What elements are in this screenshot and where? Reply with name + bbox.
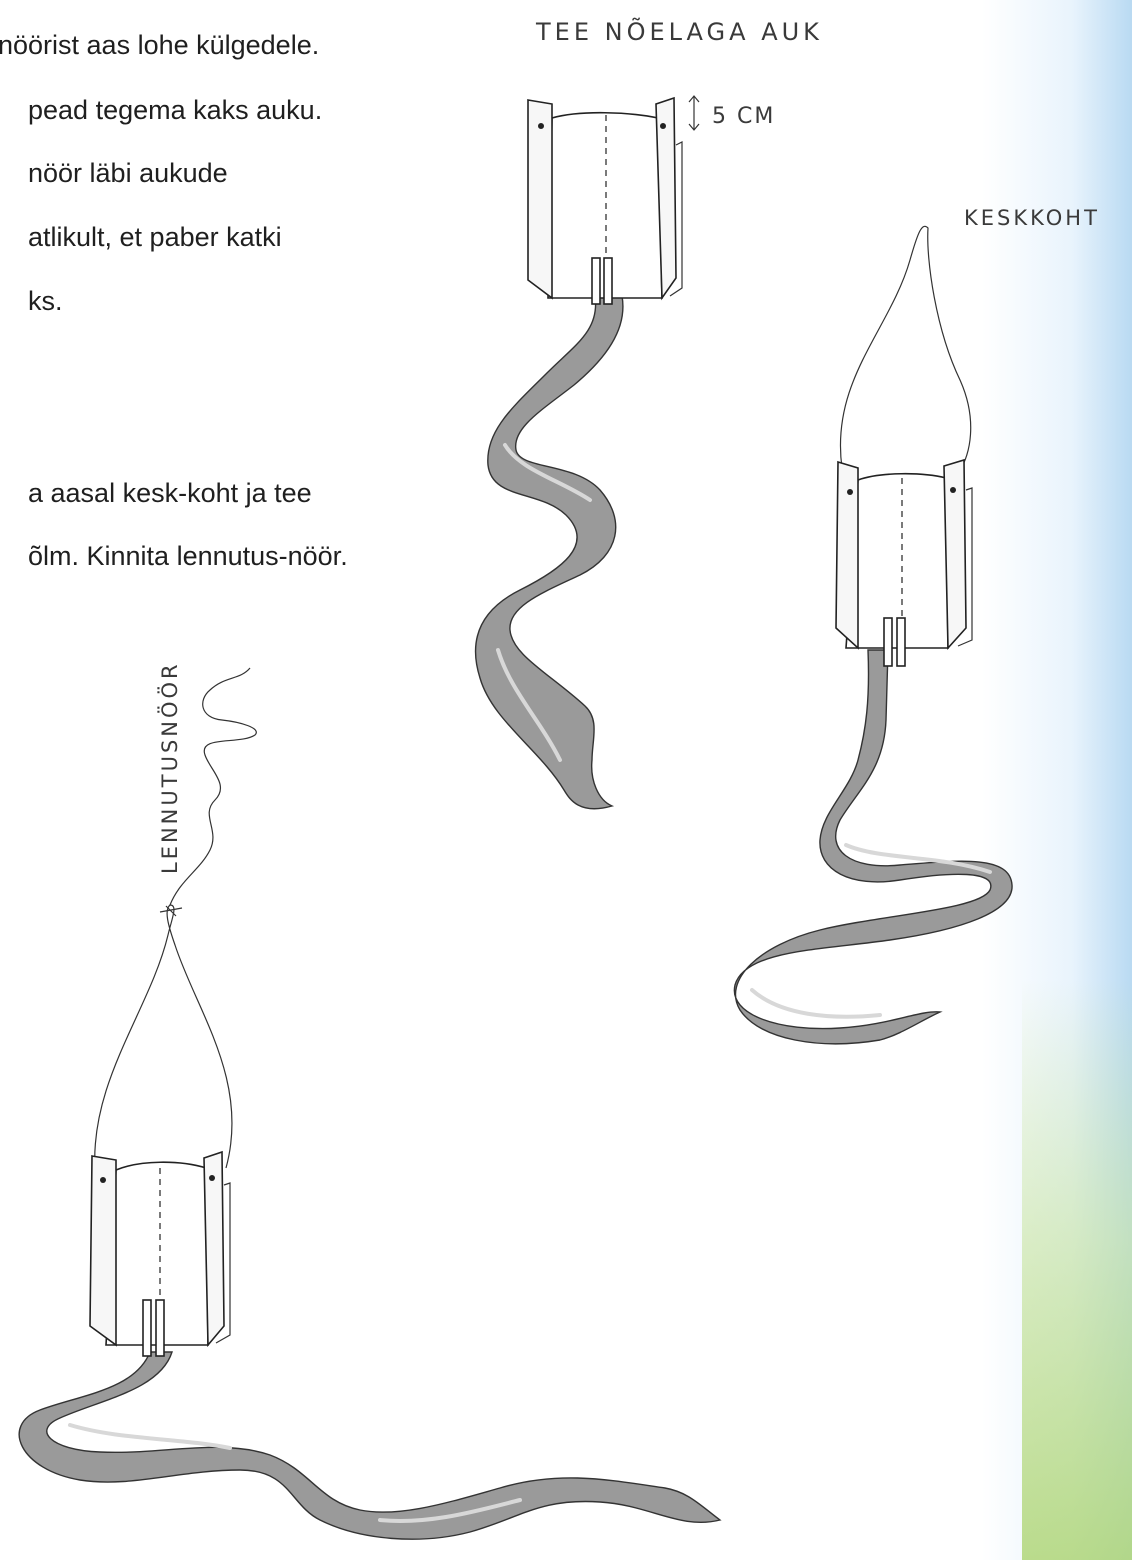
kite-3-tail-slot-right [156,1300,164,1356]
kite-3-left-hole [100,1177,106,1183]
kite-drawing-step-3 [19,668,720,1539]
flying-string-line [170,668,256,905]
kite-1-left-flap [528,100,552,298]
kite-2-tail-ribbon [734,650,1012,1044]
kite-2-right-hole [950,487,956,493]
kite-3-right-hole [209,1175,215,1181]
kite-2-tail-highlight-2 [752,990,880,1017]
kite-drawing-step-1 [476,96,699,809]
kite-1-left-hole [538,123,544,129]
kite-2-bridle-string [840,226,970,470]
kite-3-tail-highlight [70,1425,230,1448]
kite-3-right-flap [204,1152,224,1345]
kite-1-tail-ribbon [476,296,623,809]
kite-3-bridle-knot [160,906,182,916]
kite-1-tail-slot-left [592,258,600,304]
kite-3-tail-slot-left [143,1300,151,1356]
kite-1-tail-slot-right [604,258,612,304]
five-cm-measure-arrow [689,96,699,130]
kite-2-tail-slot-right [897,618,905,666]
kite-2-tail-slot-left [884,618,892,666]
kite-3-bridle-string [95,905,232,1170]
kite-3-left-flap [90,1156,116,1345]
kite-drawing-step-2 [734,226,1012,1043]
kite-2-left-hole [847,489,853,495]
kite-3-tail-ribbon [19,1352,720,1539]
kite-2-left-flap [836,462,858,648]
kite-1-right-hole [660,123,666,129]
